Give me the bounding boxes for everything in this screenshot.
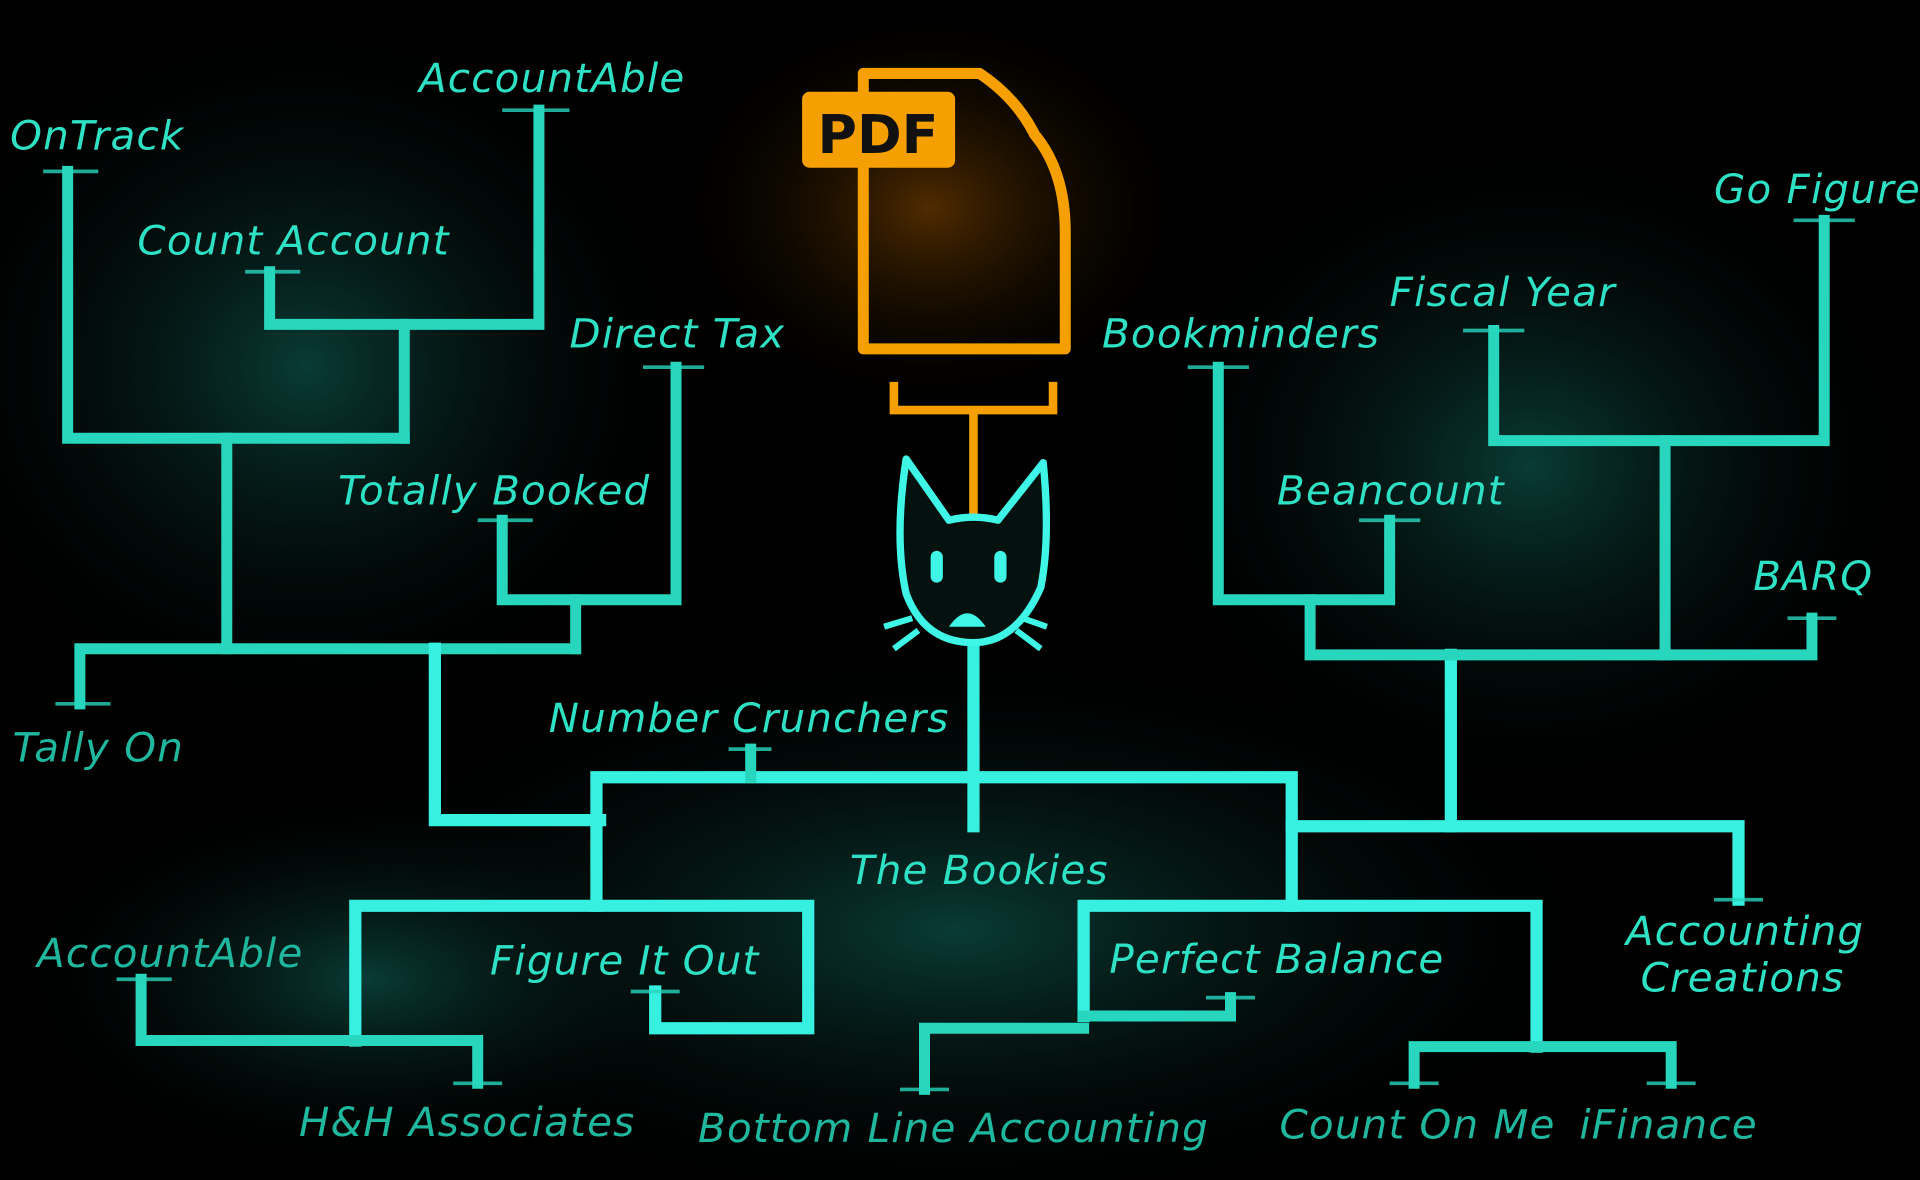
node-ifinance: iFinance	[1579, 1101, 1757, 1148]
node-beancount: Beancount	[1277, 467, 1506, 514]
node-hh-associates: H&H Associates	[299, 1099, 635, 1146]
node-fiscal-year: Fiscal Year	[1390, 269, 1618, 316]
tree-branches	[43, 104, 1855, 1095]
node-tally-on: Tally On	[13, 724, 185, 771]
node-go-figure: Go Figure	[1714, 166, 1920, 213]
node-bottom-line-accounting: Bottom Line Accounting	[698, 1105, 1209, 1152]
node-bookminders: Bookminders	[1102, 311, 1380, 358]
node-accounting-creations-line2: Creations	[1641, 954, 1845, 1001]
node-count-account: Count Account	[137, 218, 450, 265]
node-the-bookies: The Bookies	[850, 847, 1109, 894]
node-ontrack: OnTrack	[10, 112, 185, 159]
node-direct-tax: Direct Tax	[570, 311, 786, 358]
pdf-document-icon: PDF	[802, 67, 1071, 515]
node-accounting-creations-line1: Accounting	[1623, 908, 1864, 955]
node-count-on-me: Count On Me	[1279, 1101, 1555, 1148]
node-accountable-top: AccountAble	[416, 55, 686, 102]
pdf-label: PDF	[818, 103, 939, 166]
node-number-crunchers: Number Crunchers	[549, 695, 950, 742]
node-labels: AccountAble OnTrack Count Account Direct…	[10, 55, 1920, 1152]
node-figure-it-out: Figure It Out	[490, 937, 761, 984]
node-perfect-balance: Perfect Balance	[1109, 936, 1444, 983]
cat-icon	[883, 455, 1051, 652]
node-barq: BARQ	[1753, 553, 1873, 600]
node-totally-booked: Totally Booked	[338, 467, 650, 514]
node-accountable-bottom: AccountAble	[34, 930, 304, 977]
